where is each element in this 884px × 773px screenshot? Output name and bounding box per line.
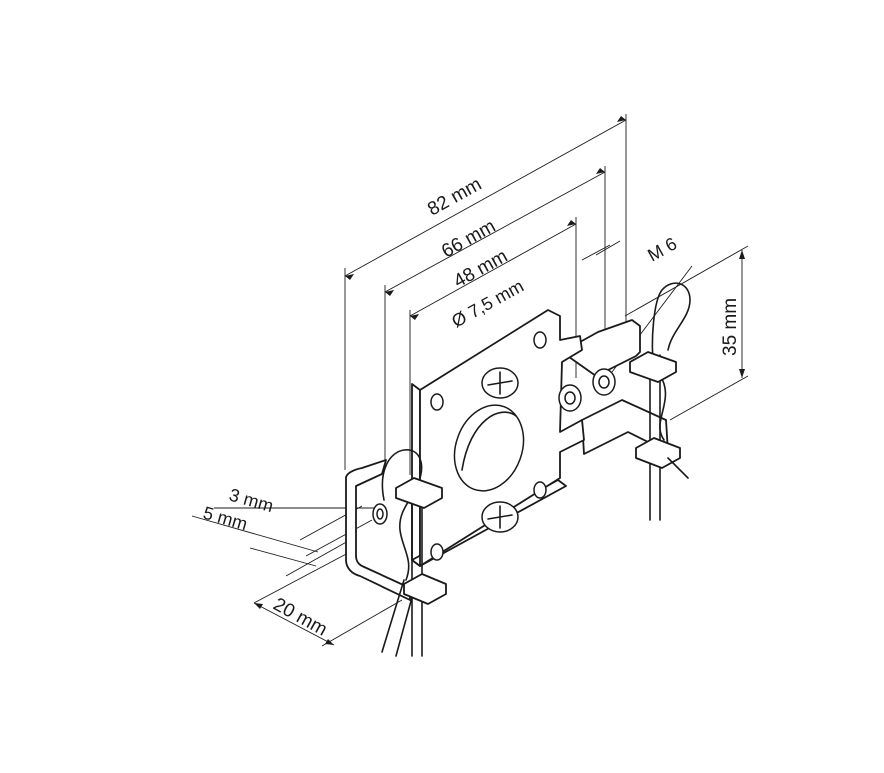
arrow-48-right [567, 220, 576, 226]
left-pin-legs [381, 579, 415, 657]
m6-nuts [558, 368, 616, 412]
left-clip-top [395, 477, 443, 509]
arrow-48-left [410, 314, 419, 320]
label-82mm: 82 mm [424, 174, 485, 221]
screw-bottom [481, 501, 519, 533]
right-clip-assembly [561, 282, 691, 521]
left-clip-assembly [381, 449, 447, 657]
dim-line-20 [253, 602, 335, 646]
label-m6: M 6 [644, 233, 680, 265]
ext-line-5 [285, 539, 351, 577]
dimension-lines [191, 114, 749, 647]
m6-nut-left-bore [564, 391, 576, 405]
arrow-66-left [385, 290, 394, 296]
central-bore-depth [461, 411, 517, 471]
dim-line-82 [344, 119, 627, 277]
plate-edge-left [411, 383, 421, 567]
dim-line-3 [191, 515, 319, 553]
u-bracket-hole-inner [376, 508, 384, 520]
left-rods [411, 481, 423, 657]
label-35mm: 35 mm [720, 298, 741, 356]
central-bore [453, 404, 525, 492]
tick-m6-left [581, 244, 611, 261]
right-clip-bottom [635, 437, 681, 469]
ext-line-35-top [624, 245, 749, 317]
dim-line-48 [409, 223, 577, 317]
arrow-35-top [739, 250, 745, 259]
ext-line-35-bottom [669, 375, 749, 421]
arrow-82-left [345, 274, 354, 280]
plate-hole-top-left [430, 393, 444, 411]
ext-line-3-b [305, 519, 373, 557]
right-pin-loop [651, 282, 691, 371]
label-20mm: 20 mm [270, 594, 331, 641]
ext-line-20-b [321, 599, 403, 647]
left-clip-bottom [403, 573, 447, 605]
arrow-20-left [254, 603, 263, 609]
arrow-66-right [596, 168, 605, 174]
plate-hole-top-right [533, 331, 547, 349]
ext-line-20-a [253, 551, 351, 604]
dim-line-66 [384, 171, 606, 293]
plate-hole-bottom-left [430, 543, 444, 561]
arrow-82-right [617, 116, 626, 122]
screw-top [481, 367, 519, 399]
tick-m6-mid [595, 240, 621, 256]
m6-nut-right-bore [598, 375, 610, 389]
phillips-cross-bottom-icon [487, 505, 513, 529]
arrow-20-right [325, 639, 334, 645]
dim-line-5 [249, 547, 317, 567]
arrow-35-bottom [739, 369, 745, 378]
main-plate [411, 309, 616, 567]
plate-hole-bottom-right [533, 481, 547, 499]
phillips-cross-top-icon [487, 371, 513, 395]
right-clip-top [629, 351, 677, 383]
right-pin-tail [667, 457, 689, 479]
